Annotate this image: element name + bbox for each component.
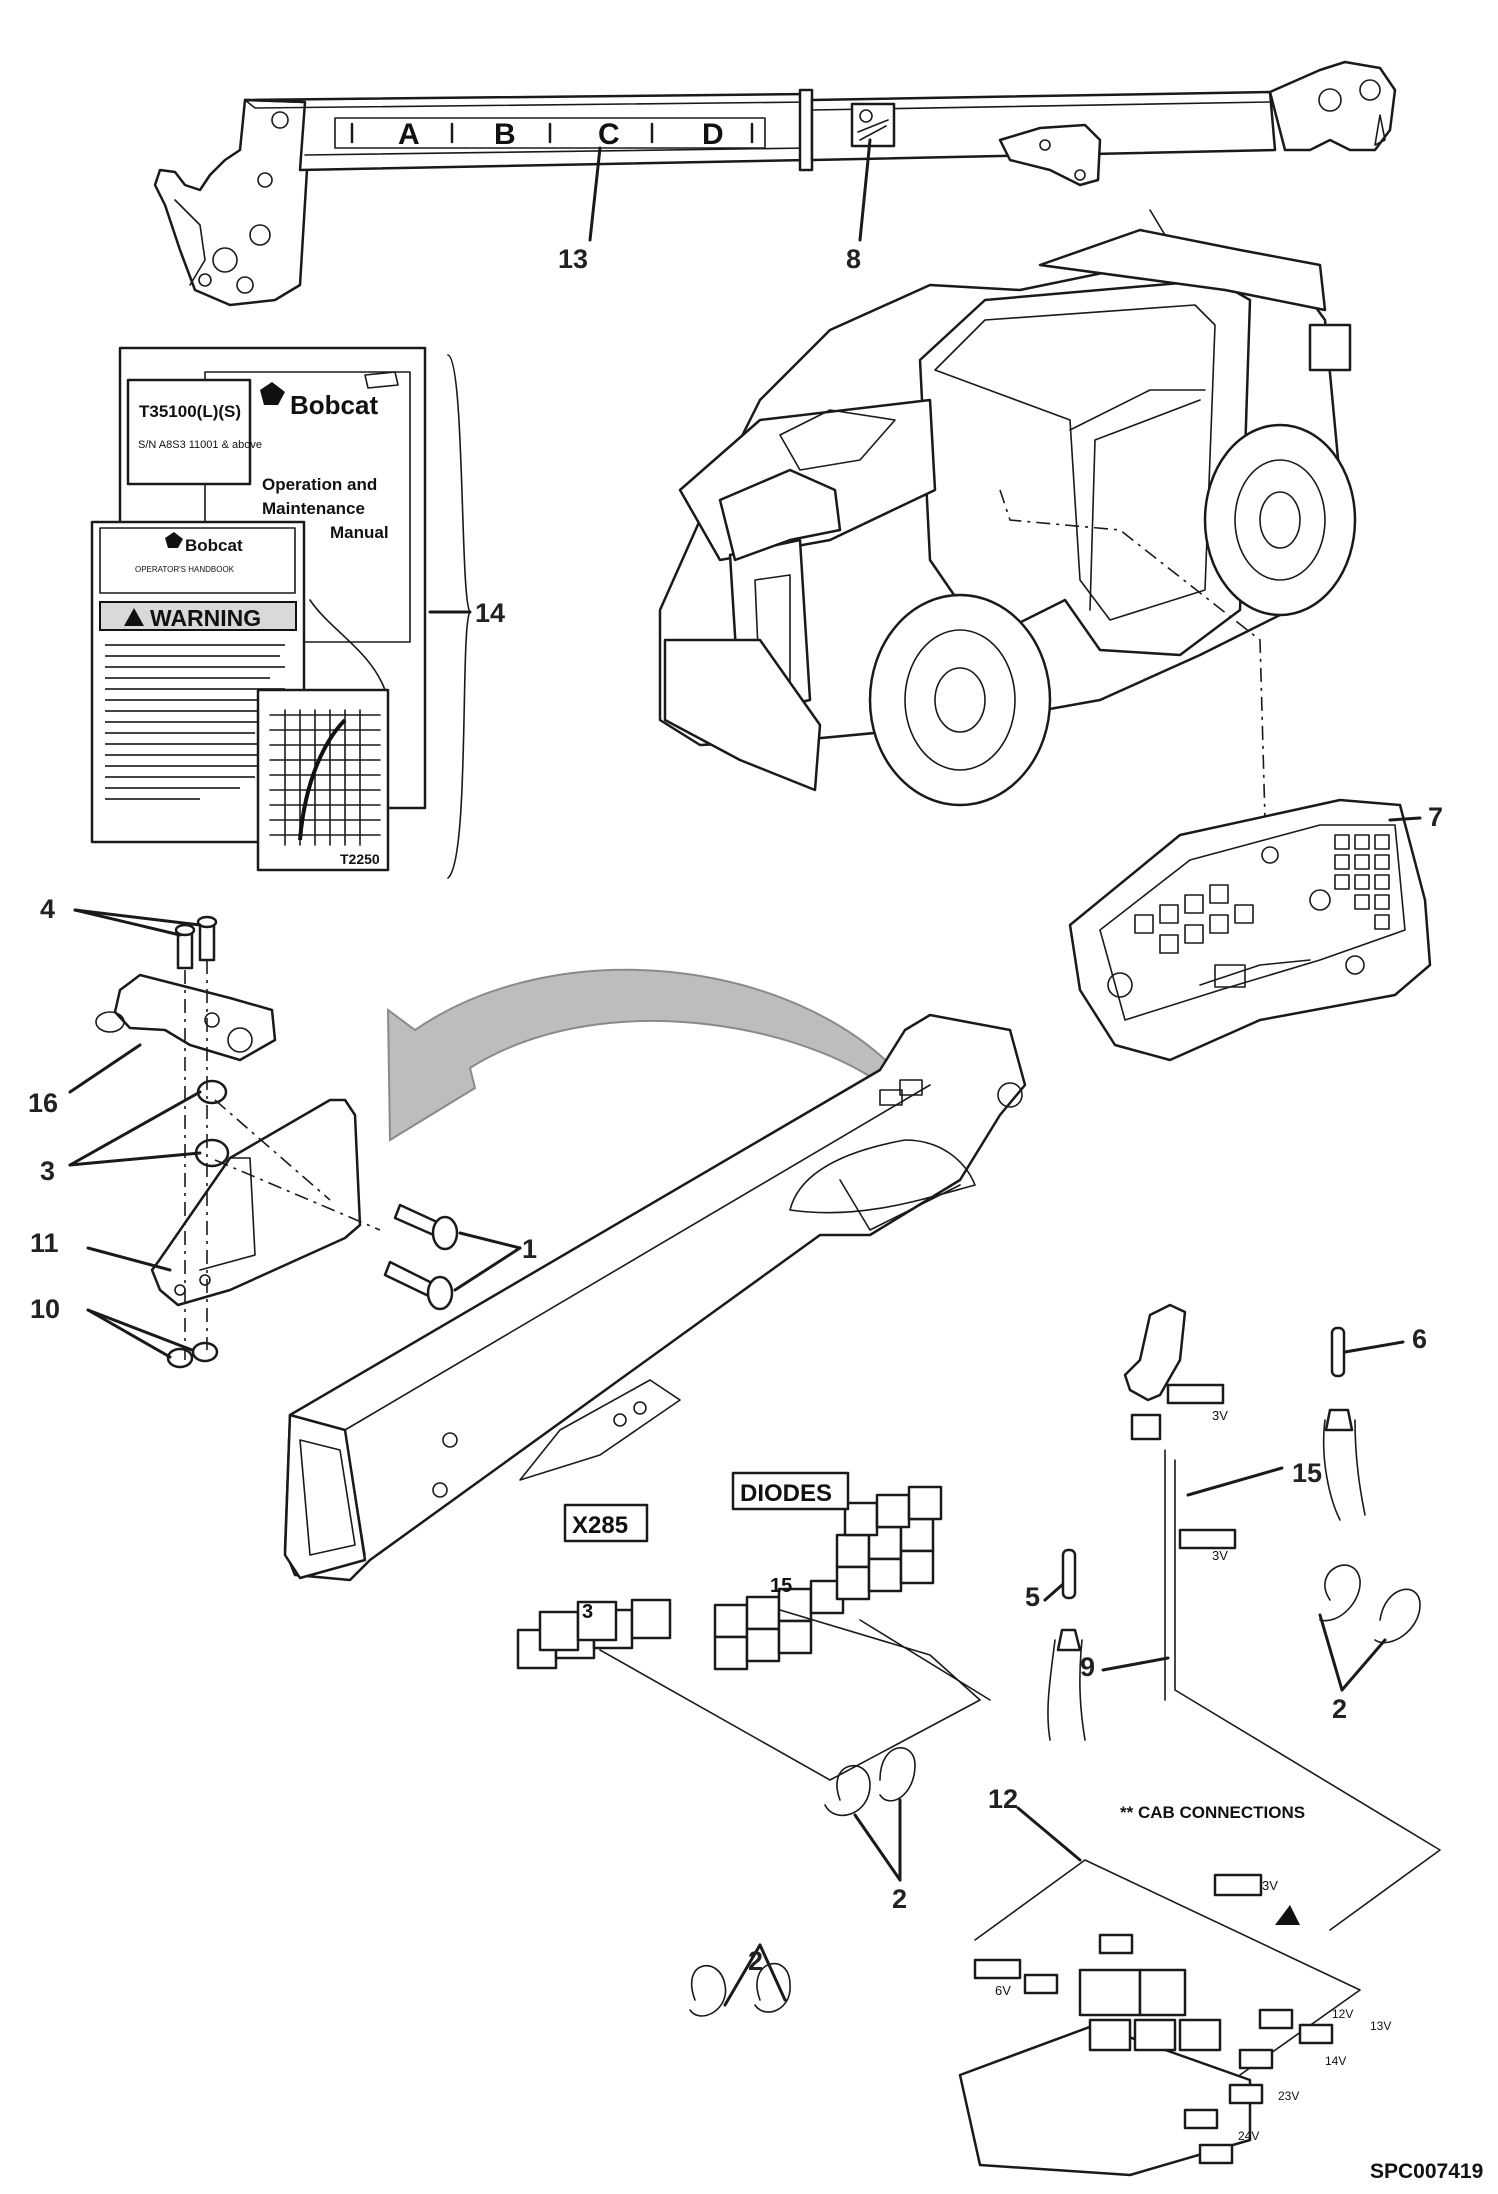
dashboard-panel	[1068, 798, 1432, 1062]
tag-12v: 12V	[1332, 2007, 1353, 2021]
tag-24v: 24V	[1238, 2129, 1259, 2143]
callout-7: 7	[1428, 802, 1443, 832]
handbook-title: OPERATOR'S HANDBOOK	[135, 565, 235, 574]
callout-13: 13	[558, 244, 588, 274]
boom-decal-letter: D	[702, 118, 724, 151]
manual-brand: Bobcat	[290, 390, 378, 420]
x285-tag	[563, 1503, 649, 1543]
bobcat-logo-icon	[260, 382, 285, 405]
bobcat-logo-icon	[165, 532, 183, 548]
manual-model: T35100(L)(S)	[139, 402, 241, 421]
leader-lines	[68, 138, 1422, 2007]
manual-kit: T35100(L)(S) S/N A8S3 11001 & above Bobc…	[90, 346, 471, 879]
callout-2: 2	[748, 1946, 763, 1976]
callout-2: 2	[1332, 1694, 1347, 1724]
diodes-tag	[731, 1471, 850, 1511]
warning-triangle-icon	[124, 608, 144, 626]
tag-6v: 6V	[995, 1983, 1011, 1998]
tag-23v: 23V	[1278, 2089, 1299, 2103]
callout-3: 3	[40, 1156, 55, 1186]
handbook-warning: WARNING	[150, 605, 261, 631]
figure-id: SPC007419	[1370, 2160, 1483, 2183]
x285-slot: 3	[582, 1601, 593, 1623]
callout-1: 1	[522, 1234, 537, 1264]
callout-12: 12	[988, 1784, 1018, 1814]
callout-16: 16	[28, 1088, 58, 1118]
chassis-frame	[283, 1013, 1027, 1582]
load-chart-card	[256, 688, 390, 872]
tag-14v: 14V	[1325, 2054, 1346, 2068]
manual-serial: S/N A8S3 11001 & above	[138, 439, 262, 451]
manual-title-line3: Manual	[330, 523, 389, 542]
handbook-brand: Bobcat	[185, 536, 243, 555]
callout-10: 10	[30, 1294, 60, 1324]
callout-6: 6	[1412, 1324, 1427, 1354]
callout-15: 15	[1292, 1458, 1322, 1488]
tag-3v-b: 3V	[1212, 1548, 1228, 1563]
tag-3v-c: 3V	[1262, 1878, 1278, 1893]
callout-numbers: 13 8 14 7 4 16 3 11 10 1 6 15 5 9 2 12 2…	[28, 244, 1443, 1976]
callout-8: 8	[846, 244, 861, 274]
callout-2: 2	[892, 1884, 907, 1914]
callout-14: 14	[475, 598, 505, 628]
diodes-label: DIODES	[740, 1480, 832, 1507]
x285-label: X285	[572, 1512, 628, 1539]
diodes-slot: 15	[770, 1575, 792, 1597]
boom-assembly: A B C D	[153, 60, 1397, 307]
callout-5: 5	[1025, 1582, 1040, 1612]
tag-13v: 13V	[1370, 2019, 1391, 2033]
boom-decal-letter: C	[598, 118, 620, 151]
telehandler-illustration	[658, 209, 1357, 821]
callout-11: 11	[30, 1228, 59, 1258]
callout-9: 9	[1080, 1652, 1095, 1682]
wiring-harness: X285 DIODES 3 15 3V 3V	[516, 1303, 1441, 2177]
boom-decal-letter: A	[398, 118, 420, 151]
mounting-hardware	[95, 915, 459, 1369]
curved-arrow-icon	[386, 968, 907, 1142]
cab-connections-label: ** CAB CONNECTIONS	[1120, 1803, 1305, 1822]
callout-4: 4	[40, 894, 55, 924]
manual-title-line2: Maintenance	[262, 499, 365, 518]
boom-decal-letter: B	[494, 118, 516, 151]
tag-3v-a: 3V	[1212, 1408, 1228, 1423]
manual-title-line1: Operation and	[262, 475, 377, 494]
load-chart-code: T2250	[340, 851, 380, 867]
